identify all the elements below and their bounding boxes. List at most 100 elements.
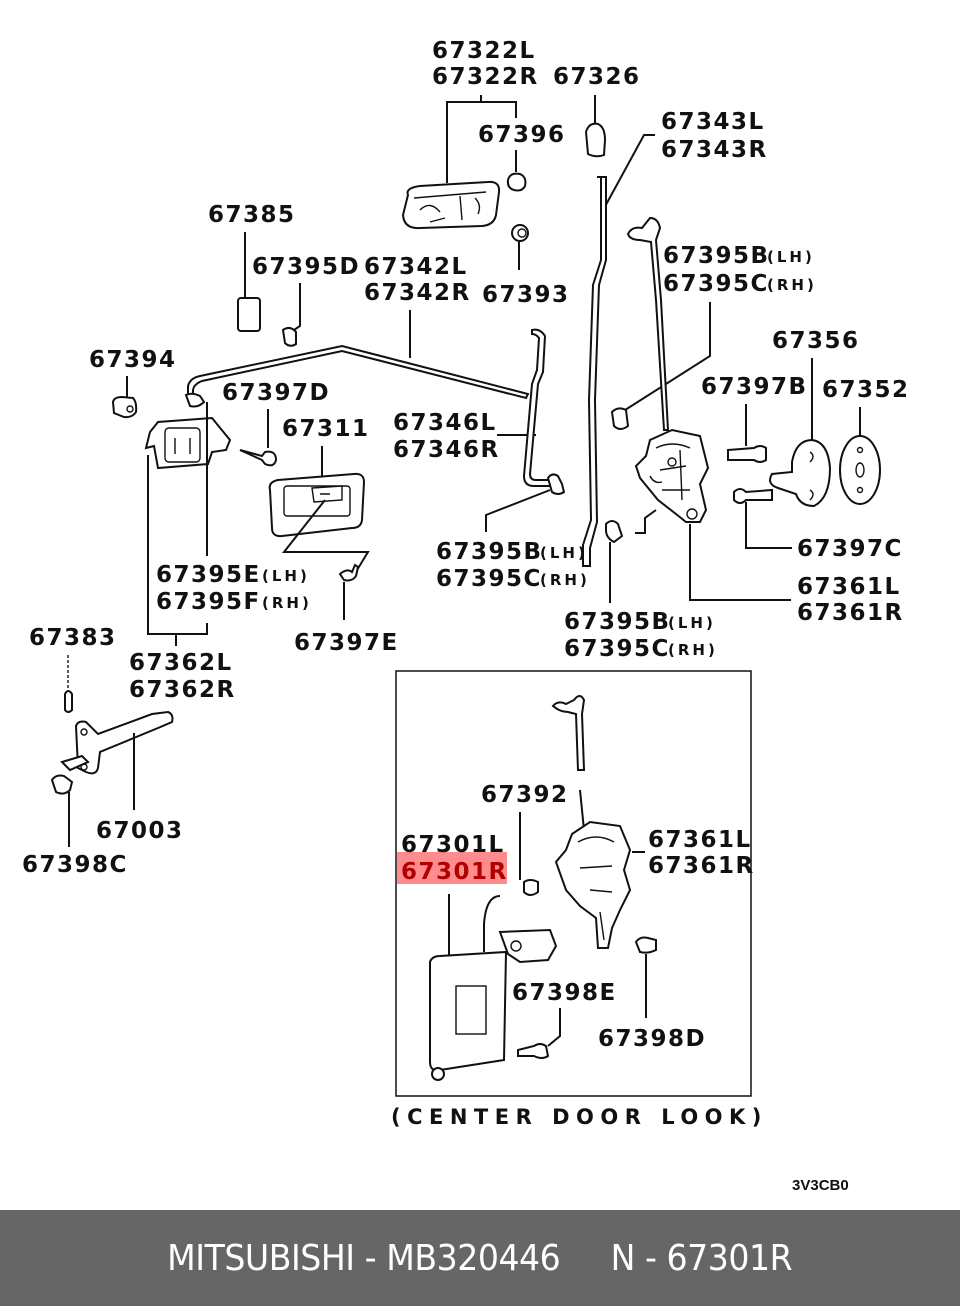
shim-67352[interactable]: [839, 435, 881, 505]
clip-67392[interactable]: [523, 879, 539, 896]
label-67397C[interactable]: 67397C: [797, 536, 903, 562]
label-67397D[interactable]: 67397D: [222, 380, 330, 406]
label-67395B-1[interactable]: 67395B: [436, 539, 543, 565]
label-67346R[interactable]: 67346R: [393, 437, 500, 463]
leader-67395B-2: [624, 302, 711, 411]
clip-67395B-2[interactable]: [610, 407, 630, 430]
label-67361L-inset[interactable]: 67361L: [648, 827, 752, 853]
inset-door-lock-detail: [577, 836, 615, 941]
inside-handle-group: 67311 67397E: [268, 416, 399, 656]
label-67362R[interactable]: 67362R: [129, 677, 236, 703]
rod-67346[interactable]: [522, 328, 551, 487]
label-67395C-3[interactable]: 67395C: [564, 636, 670, 662]
door-check-67003[interactable]: [74, 710, 174, 775]
screw-67397E[interactable]: [338, 563, 360, 582]
screw-67397C[interactable]: [733, 488, 773, 504]
inside-handle-67311[interactable]: [268, 472, 366, 538]
key-cylinder-group: 67326 67343L 67343R: [553, 64, 768, 567]
shim-center-hole: [855, 462, 865, 478]
rod-end-clip[interactable]: [184, 392, 206, 408]
label-67361R[interactable]: 67361R: [797, 600, 904, 626]
label-67395B-3[interactable]: 67395B: [564, 609, 671, 635]
label-67395B-3-suffix: (LH): [668, 614, 716, 632]
label-67395B-1-suffix: (LH): [540, 544, 588, 562]
label-67398C[interactable]: 67398C: [22, 852, 128, 878]
label-67342R[interactable]: 67342R: [364, 280, 471, 306]
label-67301L[interactable]: 67301L: [401, 832, 505, 858]
outside-handle-detail: [413, 191, 487, 223]
label-67346L[interactable]: 67346L: [393, 410, 497, 436]
label-67395B-2-suffix: (LH): [767, 248, 815, 266]
label-67356[interactable]: 67356: [772, 328, 860, 354]
label-67311[interactable]: 67311: [282, 416, 370, 442]
label-67395C-2[interactable]: 67395C: [663, 271, 769, 297]
label-67395E[interactable]: 67395E: [156, 562, 261, 588]
actuator-bracket[interactable]: [498, 928, 558, 964]
inside-handle-lever: [311, 485, 343, 503]
label-67398E[interactable]: 67398E: [512, 980, 617, 1006]
diagram-code: 3V3CB0: [792, 1177, 849, 1194]
lock-cylinder-67326[interactable]: [584, 122, 607, 158]
label-67394[interactable]: 67394: [89, 347, 177, 373]
part-67385[interactable]: [237, 297, 261, 332]
label-67361L[interactable]: 67361L: [797, 574, 901, 600]
actuator-cable: [483, 895, 501, 952]
inside-lock-knob-base[interactable]: [144, 416, 232, 470]
label-67393[interactable]: 67393: [482, 282, 570, 308]
nut-67398D[interactable]: [634, 936, 657, 954]
door-check-hole-1: [80, 728, 88, 736]
striker-screw-holes: [809, 451, 814, 501]
label-67397B[interactable]: 67397B: [701, 374, 808, 400]
footer-part-info: MITSUBISHI - MB320446 N - 67301R: [167, 1237, 793, 1279]
striker-67356[interactable]: [769, 438, 832, 508]
clip-67395B-3[interactable]: [605, 520, 624, 544]
label-67326[interactable]: 67326: [553, 64, 641, 90]
grommet-67396[interactable]: [506, 172, 527, 192]
label-67392[interactable]: 67392: [481, 782, 569, 808]
label-67395D[interactable]: 67395D: [252, 254, 360, 280]
leader-67395B-1: [485, 489, 551, 532]
label-67322L[interactable]: 67322L: [432, 38, 536, 64]
clip-67395D[interactable]: [281, 326, 297, 347]
screw-67397D[interactable]: [239, 449, 278, 467]
label-67395F[interactable]: 67395F: [156, 589, 261, 615]
leader-67395D: [293, 283, 301, 331]
label-67343R[interactable]: 67343R: [661, 137, 768, 163]
label-67301R[interactable]: 67301R: [401, 859, 508, 885]
clip-67395B-1[interactable]: [546, 473, 566, 495]
rod-67395-upper[interactable]: [626, 216, 670, 431]
label-67361R-inset[interactable]: 67361R: [648, 853, 755, 879]
pin-67383[interactable]: [64, 690, 73, 713]
label-67395C-2-suffix: (RH): [767, 276, 817, 294]
label-67352[interactable]: 67352: [822, 377, 910, 403]
label-67385[interactable]: 67385: [208, 202, 296, 228]
door-lock-67361[interactable]: [634, 428, 710, 523]
screw-67397B[interactable]: [727, 445, 767, 463]
leader-67362: [147, 455, 208, 646]
label-67342L[interactable]: 67342L: [364, 254, 468, 280]
label-67398D[interactable]: 67398D: [598, 1026, 706, 1052]
upper-left-group: 67385 67395D 67342L 67342R 67394 67397D: [89, 202, 530, 470]
label-67395B-2[interactable]: 67395B: [663, 243, 770, 269]
label-67003[interactable]: 67003: [96, 818, 184, 844]
label-67322R[interactable]: 67322R: [432, 64, 539, 90]
inset-link-rod[interactable]: [551, 695, 586, 771]
label-67397E[interactable]: 67397E: [294, 630, 399, 656]
bolt-67398E[interactable]: [517, 1043, 550, 1059]
label-67395F-suffix: (RH): [262, 594, 312, 612]
label-67362L[interactable]: 67362L: [129, 650, 233, 676]
label-67395C-1[interactable]: 67395C: [436, 566, 542, 592]
rod-67342[interactable]: [187, 344, 530, 400]
inset-door-lock-67361[interactable]: [554, 820, 632, 949]
label-67343L[interactable]: 67343L: [661, 109, 765, 135]
inside-lock-knob-detail: [174, 438, 191, 454]
label-67396[interactable]: 67396: [478, 122, 566, 148]
rod-67343[interactable]: [582, 176, 607, 567]
door-lock-actuator-67301R[interactable]: [429, 950, 508, 1072]
door-lock-detail: [649, 443, 691, 501]
left-bracket-group: 67395E (LH) 67395F (RH) 67362L 67362R: [129, 402, 312, 703]
bolt-67398C[interactable]: [50, 774, 74, 795]
label-67383[interactable]: 67383: [29, 625, 117, 651]
outside-handle[interactable]: [401, 180, 501, 230]
actuator-bracket-hole: [510, 940, 522, 952]
